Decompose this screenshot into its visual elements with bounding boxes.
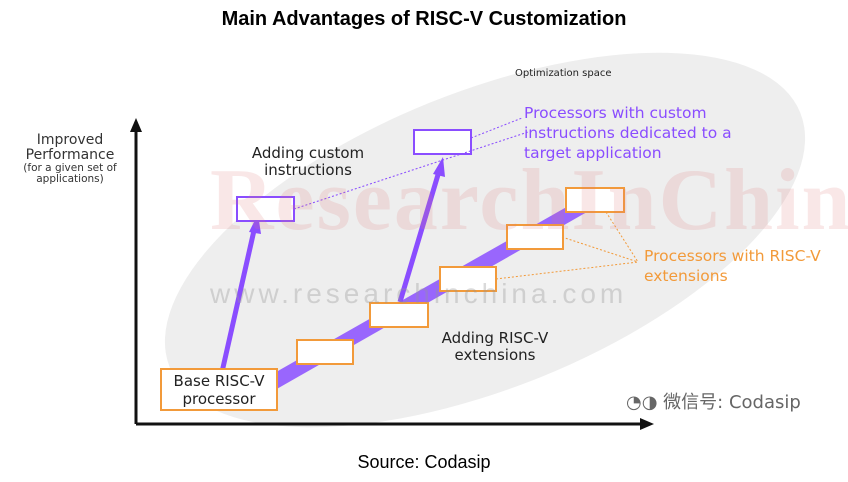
y-axis-label: Improved Performance (for a given set of… [6,133,134,185]
extension-box-2 [369,302,429,328]
custom-processors-label: Processors with custom instructions dedi… [524,104,732,162]
base-processor-box [160,368,278,411]
riscv-connector-3 [605,211,639,263]
wechat-text: 微信号: Codasip [663,392,801,413]
custom-arrow-2 [397,167,443,303]
custom-arrow-1 [219,225,258,373]
riscv-processors-label: Processors with RISC-V extensions [644,247,821,285]
watermark-url: www.researchinchina.com [210,278,628,309]
y-axis-subtitle: (for a given set of applications) [23,162,117,185]
custom-arrow-2-head [433,157,445,177]
custom-box-2 [413,129,472,155]
base-processor-label: Base RISC-V processor [173,372,265,408]
x-axis-arrow [640,418,654,430]
riscv-connector-1 [561,236,639,263]
optimization-space-label: Optimization space [515,68,612,79]
wechat-watermark: ◔◑ 微信号: Codasip [626,388,801,414]
extension-box-1 [296,339,354,365]
source-caption: Source: Codasip [357,452,491,472]
adding-riscv-label: Adding RISC-V extensions [441,329,549,364]
extension-box-5 [565,187,625,213]
chart-title: Main Advantages of RISC-V Customization [221,8,627,30]
wechat-icon: ◔◑ [626,392,658,413]
y-axis-title: Improved Performance [25,132,115,163]
optimization-space-ellipse [164,52,806,428]
adding-custom-label: Adding custom instructions [251,144,365,179]
y-axis-arrow [130,118,142,132]
custom-box-1 [236,196,295,222]
watermark-logo: ResearchInChina [210,152,848,249]
custom-connector-1 [293,131,529,210]
custom-connector-2 [470,117,523,139]
